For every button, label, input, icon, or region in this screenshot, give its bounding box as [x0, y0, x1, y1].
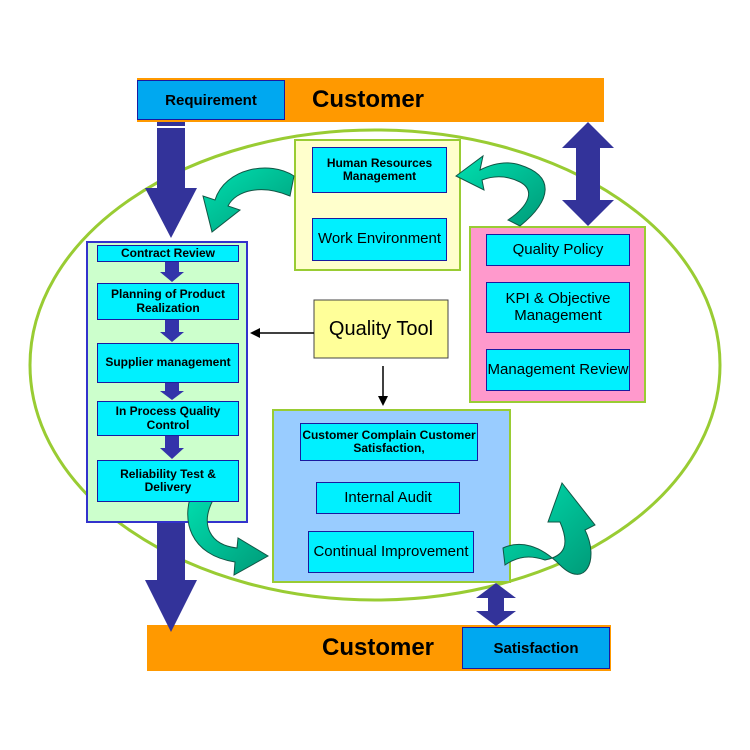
quality-tool-label: Quality Tool — [328, 318, 434, 340]
kpi-objective-box: KPI & Objective Management — [486, 282, 630, 333]
satisfaction-down-arrow — [145, 508, 197, 632]
process-step-arrows — [160, 262, 184, 459]
quality-policy-box: Quality Policy — [486, 234, 630, 266]
customer-top-title: Customer — [312, 86, 425, 113]
internal-audit-box: Internal Audit — [316, 482, 460, 514]
customer-bottom-title: Customer — [322, 634, 435, 661]
process-step-supplier: Supplier management — [97, 343, 239, 383]
requirement-badge: Requirement — [137, 80, 285, 120]
requirement-label: Requirement — [165, 91, 257, 109]
cycle-curved-arrows — [187, 154, 596, 576]
satisfaction-label: Satisfaction — [493, 639, 579, 657]
system-ellipse — [28, 128, 722, 602]
work-environment-box: Work Environment — [312, 218, 447, 261]
requirement-down-arrow — [145, 122, 197, 238]
process-step-reliability: Reliability Test & Delivery — [97, 460, 239, 502]
improvement-double-arrow — [476, 583, 516, 626]
hr-management-box: Human Resources Management — [312, 147, 447, 193]
management-review-box: Management Review — [486, 349, 630, 391]
process-step-planning: Planning of Product Realization — [97, 283, 239, 320]
customer-complain-box: Customer Complain Customer Satisfaction, — [300, 423, 478, 461]
process-step-in-process-qc: In Process Quality Control — [97, 401, 239, 436]
management-double-arrow — [562, 122, 614, 226]
quality-tool-box — [313, 299, 449, 359]
quality-tool-arrows — [250, 328, 388, 406]
continual-improvement-box: Continual Improvement — [308, 531, 474, 573]
satisfaction-badge: Satisfaction — [462, 627, 610, 669]
process-step-contract-review: Contract Review — [97, 245, 239, 262]
